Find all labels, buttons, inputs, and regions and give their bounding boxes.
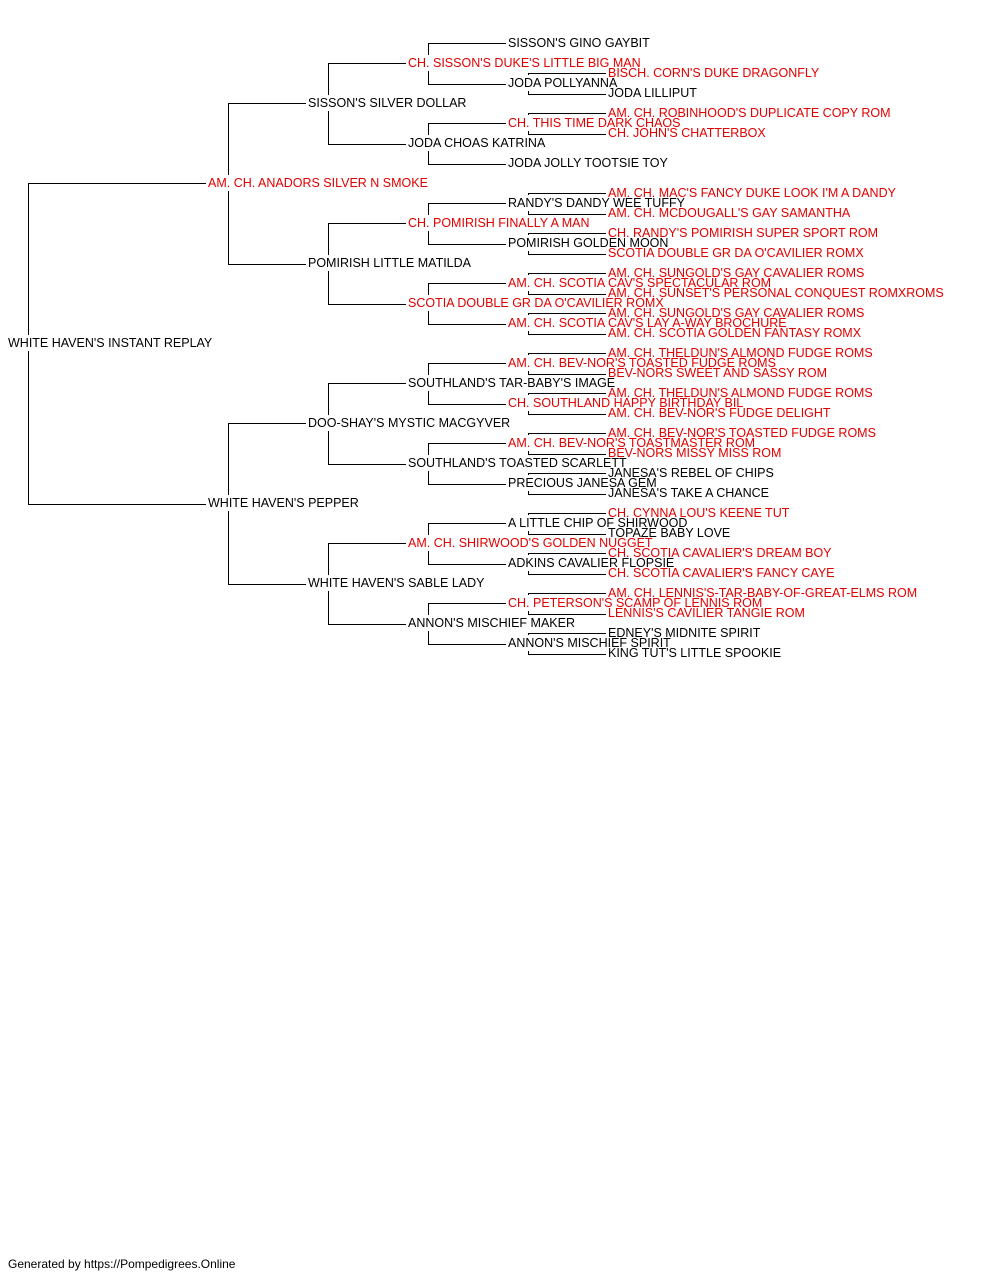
sire-node: AM. CH. THELDUN'S ALMOND FUDGE ROMS <box>608 386 873 400</box>
dam-node: SCOTIA DOUBLE GR DA O'CAVILIER ROMX <box>408 296 664 310</box>
sire-node: CH. RANDY'S POMIRISH SUPER SPORT ROM <box>608 226 879 240</box>
sire-node: AM. CH. SCOTIA CAV'S SPECTACULAR ROM <box>508 276 772 290</box>
dam-node: CH. SCOTIA CAVALIER'S FANCY CAYE <box>608 566 835 580</box>
sire-node: CH. SISSON'S DUKE'S LITTLE BIG MAN <box>408 56 641 70</box>
dam-node: PRECIOUS JANESA GEM <box>508 476 657 490</box>
dam-node: AM. CH. MCDOUGALL'S GAY SAMANTHA <box>608 206 851 220</box>
sire-node: EDNEY'S MIDNITE SPIRIT <box>608 626 761 640</box>
dam-node: JODA CHOAS KATRINA <box>408 136 546 150</box>
dam-node: ANNON'S MISCHIEF SPIRIT <box>508 636 671 650</box>
dam-node: AM. CH. SUNSET'S PERSONAL CONQUEST ROMXR… <box>608 286 944 300</box>
sire-node: AM. CH. ROBINHOOD'S DUPLICATE COPY ROM <box>608 106 891 120</box>
dam-node: AM. CH. SCOTIA CAV'S LAY A-WAY BROCHURE <box>508 316 787 330</box>
sire-node: CH. POMIRISH FINALLY A MAN <box>408 216 590 230</box>
dam-node: POMIRISH LITTLE MATILDA <box>308 256 471 270</box>
dam-node: ADKINS CAVALIER FLOPSIE <box>508 556 675 570</box>
dam-node: KING TUT'S LITTLE SPOOKIE <box>608 646 782 660</box>
sire-node: SISSON'S GINO GAYBIT <box>508 36 650 50</box>
dam-node: SOUTHLAND'S TOASTED SCARLETT <box>408 456 627 470</box>
dam-node: BEV-NORS SWEET AND SASSY ROM <box>608 366 828 380</box>
dam-node: TOPAZE BABY LOVE <box>608 526 731 540</box>
dam-node: AM. CH. SCOTIA GOLDEN FANTASY ROMX <box>608 326 862 340</box>
dam-node: LENNIS'S CAVILIER TANGIE ROM <box>608 606 805 620</box>
dam-node: SCOTIA DOUBLE GR DA O'CAVILIER ROMX <box>608 246 864 260</box>
sire-node: AM. CH. BEV-NOR'S TOASTMASTER ROM <box>508 436 756 450</box>
dam-node: BEV-NORS MISSY MISS ROM <box>608 446 782 460</box>
sire-node: AM. CH. BEV-NOR'S TOASTED FUDGE ROMS <box>608 426 876 440</box>
dam-node: CH. JOHN'S CHATTERBOX <box>608 126 766 140</box>
dam-node: ANNON'S MISCHIEF MAKER <box>408 616 575 630</box>
sire-node: SOUTHLAND'S TAR-BABY'S IMAGE <box>408 376 616 390</box>
sire-node: JANESA'S REBEL OF CHIPS <box>608 466 774 480</box>
dam-node: JODA JOLLY TOOTSIE TOY <box>508 156 668 170</box>
sire-node: AM. CH. ANADORS SILVER N SMOKE <box>208 176 428 190</box>
dam-node: POMIRISH GOLDEN MOON <box>508 236 669 250</box>
sire-node: CH. THIS TIME DARK CHAOS <box>508 116 681 130</box>
sire-node: CH. PETERSON'S SCAMP OF LENNIS ROM <box>508 596 763 610</box>
dam-node: AM. CH. BEV-NOR'S FUDGE DELIGHT <box>608 406 831 420</box>
sire-node: RANDY'S DANDY WEE TUFFY <box>508 196 685 210</box>
sire-node: AM. CH. MAC'S FANCY DUKE LOOK I'M A DAND… <box>608 186 896 200</box>
sire-node: AM. CH. SUNGOLD'S GAY CAVALIER ROMS <box>608 306 865 320</box>
sire-node: CH. SCOTIA CAVALIER'S DREAM BOY <box>608 546 832 560</box>
generated-by-footer: Generated by https://Pompedigrees.Online <box>8 1257 236 1271</box>
sire-node: AM. CH. SHIRWOOD'S GOLDEN NUGGET <box>408 536 653 550</box>
sire-node: SISSON'S SILVER DOLLAR <box>308 96 467 110</box>
sire-node: DOO-SHAY'S MYSTIC MACGYVER <box>308 416 511 430</box>
sire-node: A LITTLE CHIP OF SHIRWOOD <box>508 516 688 530</box>
sire-node: AM. CH. THELDUN'S ALMOND FUDGE ROMS <box>608 346 873 360</box>
sire-node: BISCH. CORN'S DUKE DRAGONFLY <box>608 66 820 80</box>
subject-dog-node: WHITE HAVEN'S INSTANT REPLAY <box>8 336 213 350</box>
dam-node: CH. SOUTHLAND HAPPY BIRTHDAY BIL <box>508 396 744 410</box>
dam-node: JODA LILLIPUT <box>608 86 697 100</box>
dam-node: JODA POLLYANNA <box>508 76 618 90</box>
sire-node: AM. CH. SUNGOLD'S GAY CAVALIER ROMS <box>608 266 865 280</box>
sire-node: CH. CYNNA LOU'S KEENE TUT <box>608 506 790 520</box>
dam-node: JANESA'S TAKE A CHANCE <box>608 486 770 500</box>
sire-node: AM. CH. BEV-NOR'S TOASTED FUDGE ROMS <box>508 356 776 370</box>
dam-node: WHITE HAVEN'S SABLE LADY <box>308 576 485 590</box>
sire-node: AM. CH. LENNIS'S-TAR-BABY-OF-GREAT-ELMS … <box>608 586 918 600</box>
dam-node: WHITE HAVEN'S PEPPER <box>208 496 359 510</box>
